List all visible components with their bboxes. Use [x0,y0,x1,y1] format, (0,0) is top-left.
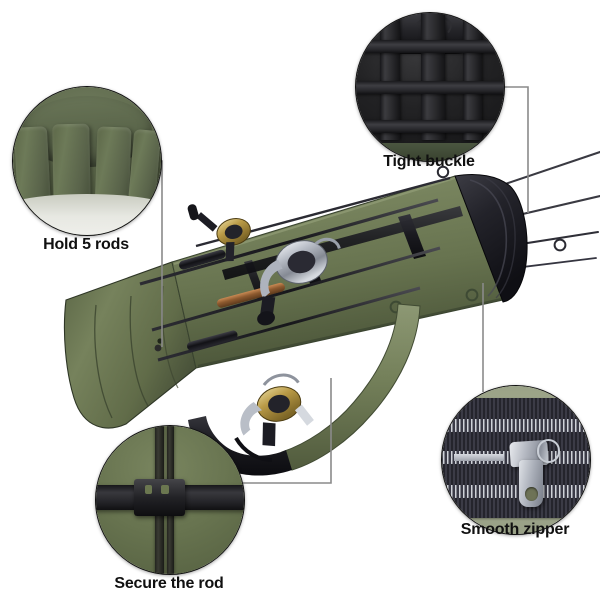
callout-label-hold-5-rods: Hold 5 rods [43,236,129,253]
shoulder-strap [281,303,421,471]
zipper-icon [441,385,591,535]
bag-buckle-cap [454,173,528,303]
bag-body [171,175,504,369]
cinch-strap-1 [296,243,322,286]
reel-upper [187,204,251,262]
rod-pockets-icon [12,86,162,236]
callout-label-tight-buckle: Tight buckle [383,153,475,170]
buckle-icon [355,12,505,162]
rod-tips [351,150,600,289]
callout-tight-buckle[interactable]: Tight buckle [355,12,505,170]
connector-secure-the-rod [243,378,332,484]
cinch-strap-3 [244,260,266,300]
callout-label-smooth-zipper: Smooth zipper [460,521,570,538]
callout-secure-the-rod[interactable]: Secure the rod [95,425,245,592]
connector-endpoint-dot [154,344,162,352]
strap-buckle-icon [95,425,245,575]
callout-hold-5-rods[interactable]: Hold 5 rods [12,86,162,253]
bag-open-end [63,261,197,429]
cinch-strap-2 [398,214,426,259]
reel-center [257,237,341,326]
callout-label-secure-the-rod: Secure the rod [114,575,224,592]
rods-group [139,176,451,362]
callout-smooth-zipper[interactable]: Smooth zipper [441,385,591,538]
